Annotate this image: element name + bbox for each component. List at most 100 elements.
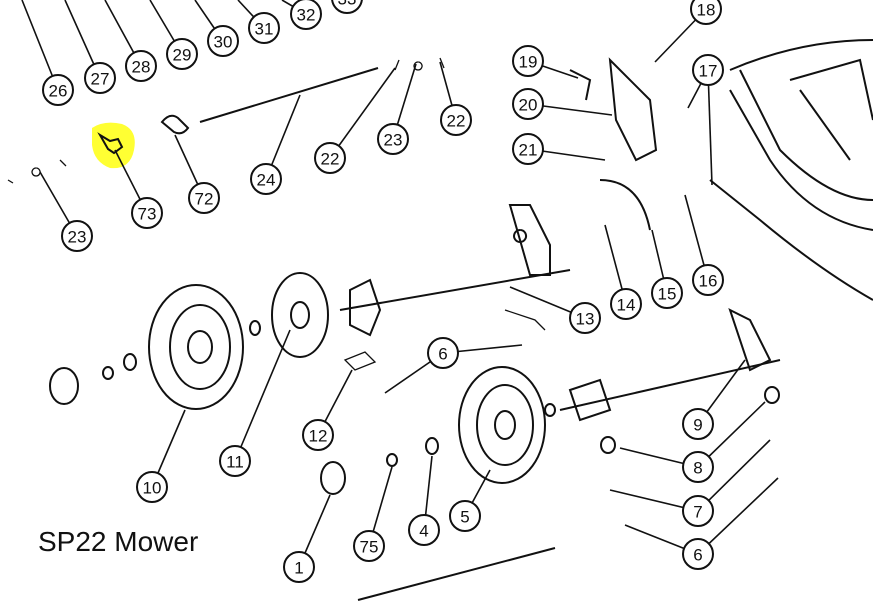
callout-circle	[125, 50, 157, 82]
callout-28[interactable]: 28	[125, 50, 157, 82]
leader-line	[697, 439, 771, 512]
callout-circle	[61, 220, 93, 252]
callouts: 2627282930313233237372242223221920211817…	[42, 0, 724, 583]
callout-circle	[682, 495, 714, 527]
callout-number: 22	[447, 112, 466, 131]
callout-circle	[569, 302, 601, 334]
callout-32[interactable]: 32	[290, 0, 322, 30]
rod-24	[199, 67, 379, 123]
callout-circle	[353, 530, 385, 562]
callout-number: 24	[257, 171, 276, 190]
callout-23[interactable]: 23	[61, 220, 93, 252]
callout-number: 6	[693, 546, 702, 565]
bracket-9	[568, 308, 772, 422]
callout-circle	[692, 264, 724, 296]
washer	[386, 453, 398, 467]
callout-number: 11	[226, 453, 244, 472]
callout-circle	[377, 123, 409, 155]
callout-20[interactable]: 20	[512, 88, 544, 120]
highlight-part-73	[92, 122, 135, 169]
callout-number: 14	[617, 296, 636, 315]
callout-16[interactable]: 16	[692, 264, 724, 296]
callout-6[interactable]: 6	[682, 538, 714, 570]
washer	[544, 403, 556, 417]
callout-number: 1	[294, 559, 303, 578]
callout-12[interactable]: 12	[302, 419, 334, 451]
callout-6[interactable]: 6	[427, 337, 459, 369]
callout-circle	[42, 74, 74, 106]
callout-24[interactable]: 24	[250, 163, 282, 195]
callout-1[interactable]: 1	[283, 551, 315, 583]
callout-23[interactable]: 23	[377, 123, 409, 155]
callout-circle	[314, 142, 346, 174]
callout-number: 30	[214, 33, 233, 52]
callout-circle	[408, 514, 440, 546]
callout-29[interactable]: 29	[166, 38, 198, 70]
callout-31[interactable]: 31	[248, 12, 280, 44]
callout-number: 21	[519, 141, 538, 160]
callout-10[interactable]: 10	[136, 471, 168, 503]
callout-number: 17	[699, 62, 718, 81]
callout-number: 13	[576, 310, 595, 329]
callout-22[interactable]: 22	[314, 142, 346, 174]
callout-circle	[188, 182, 220, 214]
callout-circle	[283, 551, 315, 583]
washer	[425, 437, 439, 455]
axle-9	[559, 359, 781, 411]
callout-number: 26	[49, 82, 68, 101]
callout-18[interactable]: 18	[690, 0, 722, 25]
parts-drawing	[7, 39, 873, 601]
wheel-5-hub	[494, 410, 516, 440]
callout-circle	[84, 62, 116, 94]
callout-circle	[290, 0, 322, 30]
callout-21[interactable]: 21	[512, 133, 544, 165]
hub-cap-1	[320, 461, 346, 495]
callout-17[interactable]: 17	[692, 54, 724, 86]
callout-33[interactable]: 33	[331, 0, 363, 14]
callout-number: 4	[419, 522, 428, 541]
lever-bracket	[508, 204, 551, 276]
callout-circle	[651, 277, 683, 309]
callout-circle	[331, 0, 363, 14]
callout-15[interactable]: 15	[651, 277, 683, 309]
callout-number: 73	[138, 205, 157, 224]
callout-number: 27	[91, 70, 110, 89]
callout-22[interactable]: 22	[440, 104, 472, 136]
callout-19[interactable]: 19	[512, 45, 544, 77]
wheel-5-rim	[476, 384, 534, 466]
callout-number: 20	[519, 96, 538, 115]
callout-30[interactable]: 30	[207, 25, 239, 57]
leader-line	[21, 0, 59, 91]
callout-number: 72	[195, 190, 214, 209]
callout-number: 9	[693, 416, 702, 435]
leader-line	[697, 477, 779, 555]
callout-circle	[207, 25, 239, 57]
callout-number: 22	[321, 150, 340, 169]
callout-14[interactable]: 14	[610, 288, 642, 320]
callout-72[interactable]: 72	[188, 182, 220, 214]
washer	[102, 366, 114, 380]
callout-5[interactable]: 5	[449, 500, 481, 532]
callout-73[interactable]: 73	[131, 197, 163, 229]
callout-13[interactable]: 13	[569, 302, 601, 334]
callout-number: 10	[143, 479, 162, 498]
callout-75[interactable]: 75	[353, 530, 385, 562]
callout-11[interactable]: 11	[219, 445, 251, 477]
callout-27[interactable]: 27	[84, 62, 116, 94]
callout-7[interactable]: 7	[682, 495, 714, 527]
callout-number: 12	[309, 427, 328, 446]
clip-13	[504, 309, 546, 331]
callout-number: 7	[693, 503, 702, 522]
callout-circle	[166, 38, 198, 70]
callout-8[interactable]: 8	[682, 451, 714, 483]
callout-number: 5	[460, 508, 469, 527]
clip-12	[343, 351, 377, 371]
callout-number: 16	[699, 272, 718, 291]
callout-26[interactable]: 26	[42, 74, 74, 106]
callout-number: 23	[68, 228, 87, 247]
callout-circle	[449, 500, 481, 532]
leader-line	[234, 329, 291, 462]
callout-4[interactable]: 4	[408, 514, 440, 546]
wheel-11	[271, 272, 329, 358]
callout-9[interactable]: 9	[682, 408, 714, 440]
